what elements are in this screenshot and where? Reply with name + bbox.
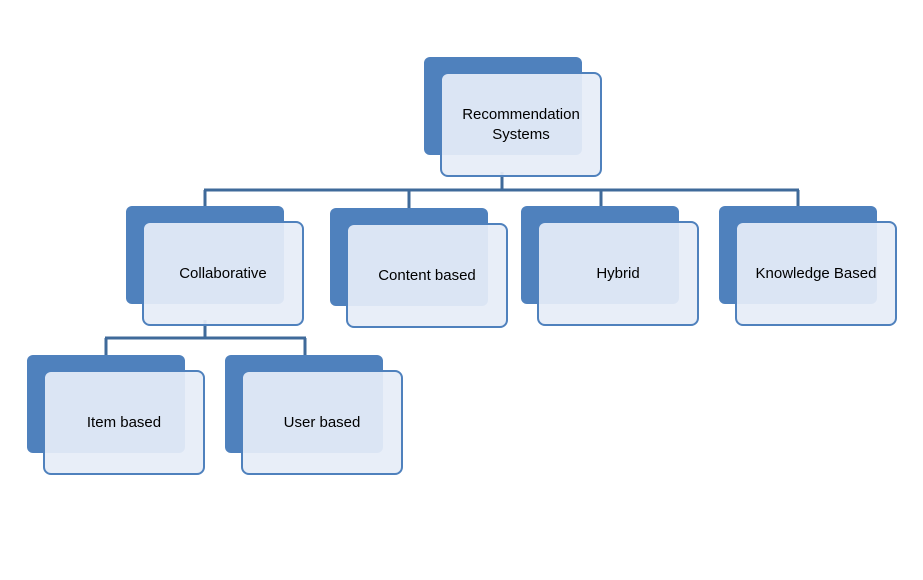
node-content-based: Content based — [330, 208, 510, 328]
node-user-based: User based — [225, 355, 405, 475]
node-label-collaborative: Collaborative — [179, 264, 267, 282]
node-item-based: Item based — [27, 355, 207, 475]
node-box: Item based — [43, 370, 205, 475]
node-box: Collaborative — [142, 221, 304, 326]
node-label-content-based: Content based — [378, 266, 476, 284]
node-collaborative: Collaborative — [126, 206, 306, 326]
node-recommendation-systems: Recommendation Systems — [424, 57, 604, 177]
node-label-recommendation-systems: Recommendation Systems — [462, 105, 580, 143]
node-box: Content based — [346, 223, 508, 328]
node-label-item-based: Item based — [86, 413, 162, 431]
node-knowledge-based: Knowledge Based — [719, 206, 899, 326]
node-label-hybrid: Hybrid — [596, 264, 640, 282]
node-box: Recommendation Systems — [440, 72, 602, 177]
node-box: Hybrid — [537, 221, 699, 326]
node-label-knowledge-based: Knowledge Based — [755, 264, 877, 282]
node-box: Knowledge Based — [735, 221, 897, 326]
node-label-user-based: User based — [283, 413, 361, 431]
node-hybrid: Hybrid — [521, 206, 701, 326]
node-box: User based — [241, 370, 403, 475]
